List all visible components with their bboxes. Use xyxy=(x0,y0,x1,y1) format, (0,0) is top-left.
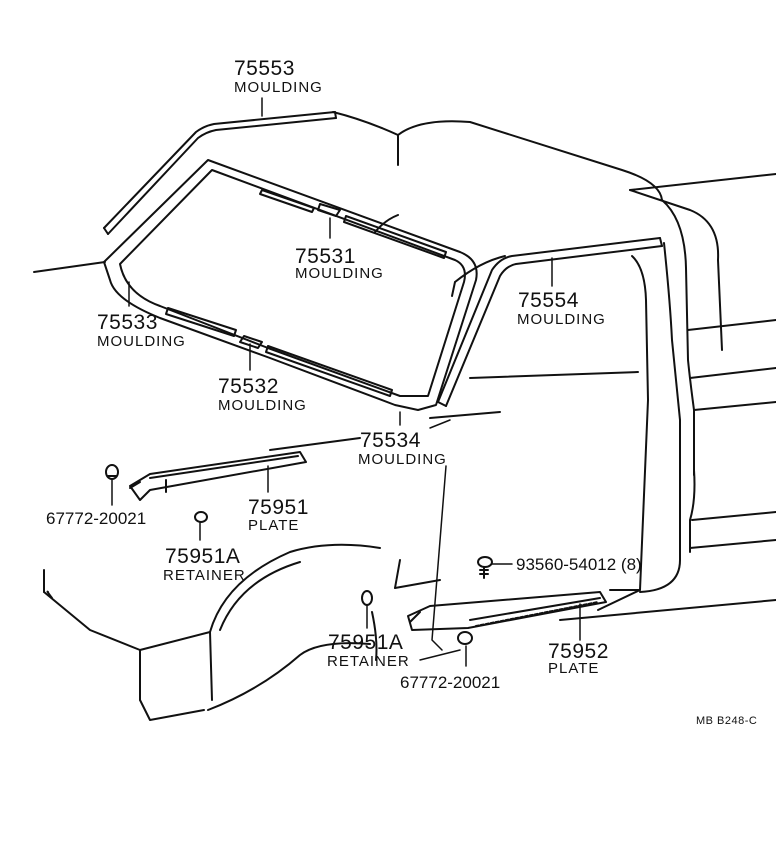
retainer-75951a-front xyxy=(194,511,208,523)
windshield-glass xyxy=(103,159,478,411)
part-name-75533: MOULDING xyxy=(97,333,186,350)
part-number-75532: 75532 xyxy=(218,375,279,398)
part-number-75951: 75951 xyxy=(248,496,309,519)
clip-67772-rear xyxy=(457,631,473,645)
part-name-75951: PLATE xyxy=(248,517,300,534)
part-number-75952: 75952 xyxy=(548,640,609,663)
part-name-75532: MOULDING xyxy=(218,397,307,414)
clip-67772-front xyxy=(105,464,119,480)
part-number-75533: 75533 xyxy=(97,311,158,334)
pillar-moulding-75554 xyxy=(437,237,663,407)
part-name-75554: MOULDING xyxy=(517,311,606,328)
part-name-75952: PLATE xyxy=(548,660,600,677)
part-number-75534: 75534 xyxy=(360,429,421,452)
diagram-reference-code: MB B248-C xyxy=(696,715,758,727)
part-name-75553: MOULDING xyxy=(234,79,323,96)
vehicle-body-outline xyxy=(33,111,776,721)
part-number-75553: 75553 xyxy=(234,57,295,80)
part-number-75531: 75531 xyxy=(295,245,356,268)
part-number-93560: 93560-54012 (8) xyxy=(516,555,642,574)
part-name-75534: MOULDING xyxy=(358,451,447,468)
part-name-75531: MOULDING xyxy=(295,265,384,282)
part-number-75554: 75554 xyxy=(518,289,579,312)
part-number-75951a-front: 75951A xyxy=(165,545,241,568)
part-number-75951a-rear: 75951A xyxy=(328,631,404,654)
plate-75951 xyxy=(129,451,307,501)
screw-93560 xyxy=(477,556,493,579)
part-number-67772-rear: 67772-20021 xyxy=(400,673,501,692)
part-number-67772-front: 67772-20021 xyxy=(46,509,147,528)
plate-75952 xyxy=(407,591,607,631)
lower-moulding-75532 xyxy=(165,307,393,397)
upper-moulding-75531 xyxy=(259,189,447,259)
leader-lines xyxy=(111,97,581,667)
part-name-75951a-rear: RETAINER xyxy=(327,653,410,670)
retainer-75951a-rear xyxy=(361,590,373,606)
part-name-75951a-front: RETAINER xyxy=(163,567,246,584)
roof-drip-moulding-75553 xyxy=(103,111,337,235)
